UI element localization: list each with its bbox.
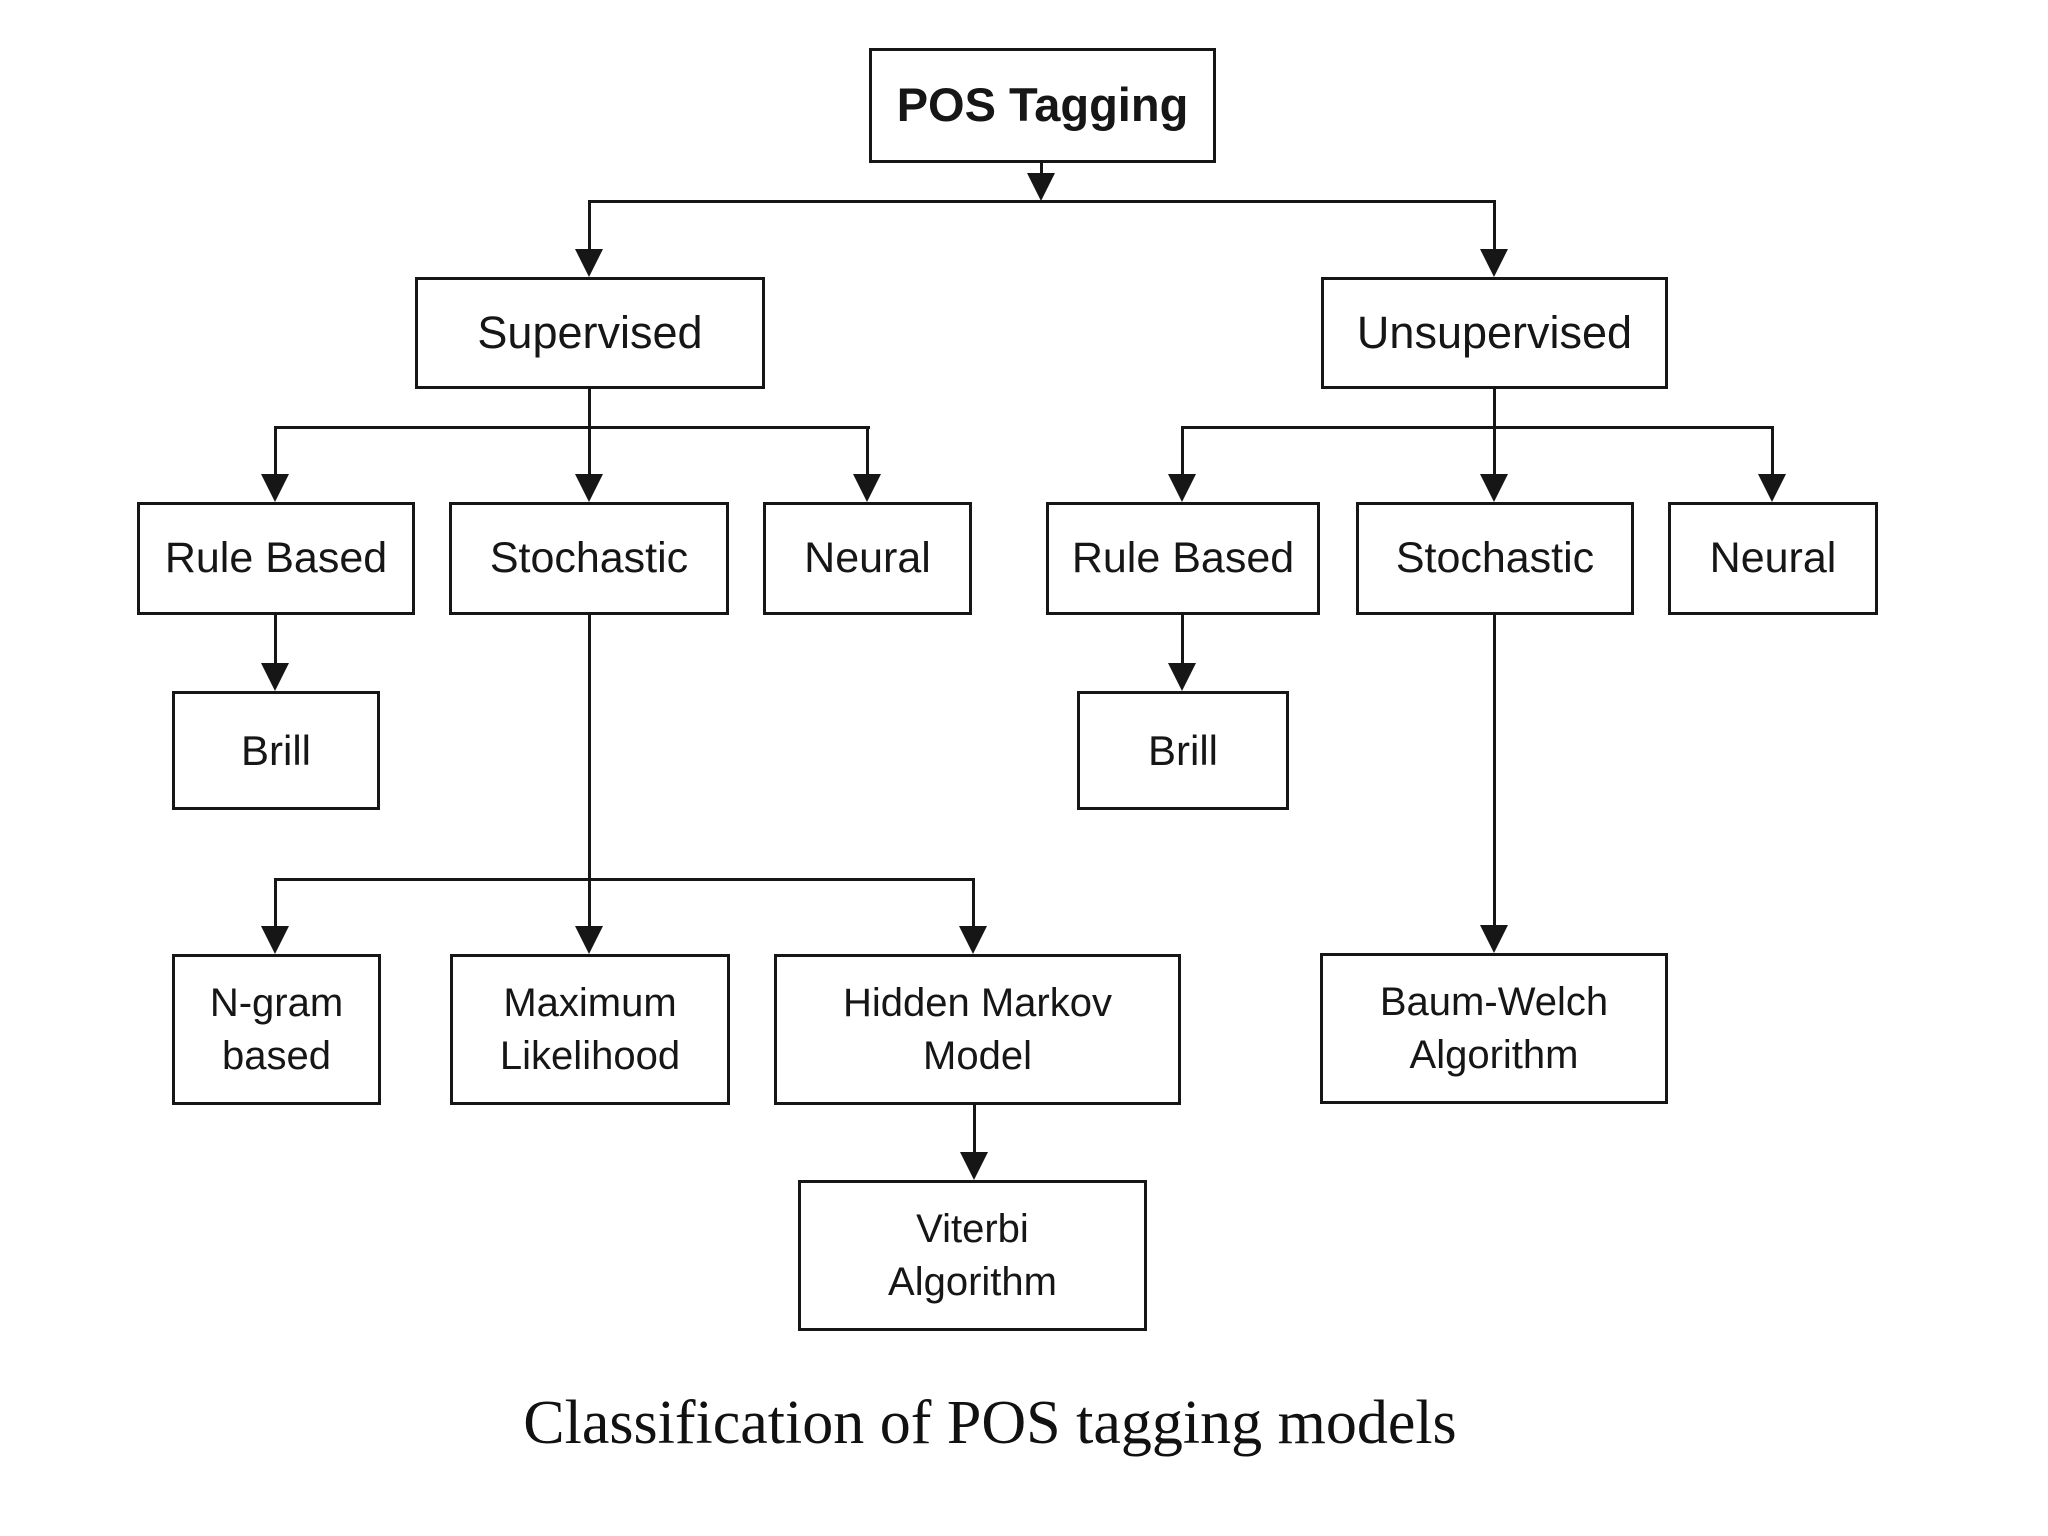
connector-unsup-stoch-stem: [1493, 426, 1496, 478]
node-hidden-markov-model: Hidden Markov Model: [774, 954, 1181, 1105]
connector-unsupervised-stem: [1493, 389, 1496, 429]
arrowhead-sup-rule: [261, 474, 289, 502]
connector-supervised-stem: [588, 389, 591, 429]
node-pos-tagging: POS Tagging: [869, 48, 1216, 163]
diagram-caption: Classification of POS tagging models: [523, 1389, 1457, 1457]
connector-sup-stoch-stem: [588, 426, 591, 478]
connector-unsup-rule-stem: [1181, 426, 1184, 478]
arrowhead-hmm: [959, 926, 987, 954]
connector-supervised-split: [274, 426, 870, 429]
node-unsupervised-neural: Neural: [1668, 502, 1878, 615]
arrowhead-root: [1027, 173, 1055, 201]
node-baum-welch-algorithm: Baum-Welch Algorithm: [1320, 953, 1668, 1104]
arrowhead-maxlik: [575, 926, 603, 954]
node-supervised: Supervised: [415, 277, 765, 389]
connector-stochastic-long-stem: [588, 615, 591, 881]
connector-baum-welch-stem: [1493, 615, 1496, 929]
node-supervised-rule-based: Rule Based: [137, 502, 415, 615]
arrowhead-ngram: [261, 926, 289, 954]
arrowhead-unsup-brill: [1168, 663, 1196, 691]
node-maximum-likelihood: Maximum Likelihood: [450, 954, 730, 1105]
node-unsupervised-stochastic: Stochastic: [1356, 502, 1634, 615]
node-unsupervised: Unsupervised: [1321, 277, 1668, 389]
arrowhead-viterbi: [960, 1152, 988, 1180]
connector-sup-brill-stem: [274, 615, 277, 667]
connector-unsupervised-split: [1181, 426, 1774, 429]
connector-unsup-brill-stem: [1181, 615, 1184, 667]
arrowhead-sup-neural: [853, 474, 881, 502]
node-supervised-neural: Neural: [763, 502, 972, 615]
connector-sup-neural-stem: [866, 426, 869, 478]
connector-root-stem: [1040, 163, 1043, 181]
node-supervised-brill: Brill: [172, 691, 380, 810]
connector-ngram-stem: [274, 878, 277, 930]
connector-to-unsupervised: [1493, 200, 1496, 255]
arrowhead-sup-brill: [261, 663, 289, 691]
connector-maxlik-stem: [588, 878, 591, 930]
node-unsupervised-rule-based: Rule Based: [1046, 502, 1320, 615]
connector-stochastic-split: [274, 878, 975, 881]
connector-to-supervised: [588, 200, 591, 255]
connector-sup-rule-stem: [274, 426, 277, 478]
arrowhead-unsup-rule: [1168, 474, 1196, 502]
node-unsupervised-brill: Brill: [1077, 691, 1289, 810]
arrowhead-unsup-stoch: [1480, 474, 1508, 502]
arrowhead-sup-stoch: [575, 474, 603, 502]
node-ngram-based: N-gram based: [172, 954, 381, 1105]
node-viterbi-algorithm: Viterbi Algorithm: [798, 1180, 1147, 1331]
connector-viterbi-stem: [973, 1105, 976, 1157]
arrowhead-supervised: [575, 249, 603, 277]
connector-unsup-neural-stem: [1771, 426, 1774, 478]
connector-hmm-stem: [972, 878, 975, 930]
arrowhead-unsupervised: [1480, 249, 1508, 277]
connector-level1-split: [589, 200, 1496, 203]
arrowhead-baum-welch: [1480, 925, 1508, 953]
node-supervised-stochastic: Stochastic: [449, 502, 729, 615]
arrowhead-unsup-neural: [1758, 474, 1786, 502]
